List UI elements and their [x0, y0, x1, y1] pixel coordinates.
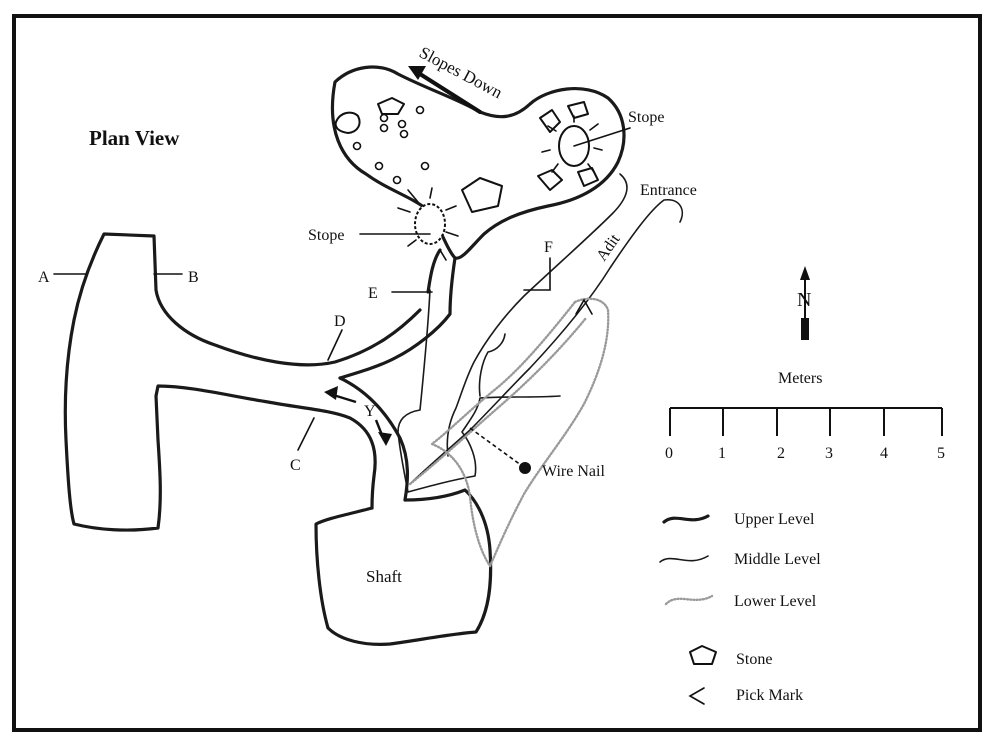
stope-top-label: Stope	[628, 109, 664, 126]
section-f-tick	[523, 257, 551, 291]
rock-dot	[397, 119, 407, 129]
section-a-label: A	[38, 269, 50, 286]
section-d-label: D	[334, 313, 346, 330]
middle-level-line-icon	[659, 555, 709, 563]
stone-icon	[461, 177, 503, 213]
scale-tick-label: 5	[937, 445, 945, 462]
legend: Upper Level Middle Level Lower Level Sto…	[659, 511, 821, 705]
map-frame	[12, 14, 982, 732]
lower-level-outline	[430, 297, 610, 568]
scale-tick-label: 2	[777, 445, 785, 462]
upper-west-passage	[63, 232, 422, 532]
section-c-label: C	[290, 457, 301, 474]
stone-icon	[539, 109, 561, 133]
legend-label-lower: Lower Level	[734, 593, 817, 610]
section-c-tick	[297, 417, 315, 451]
stone-icon	[537, 169, 563, 191]
rock-dot	[392, 175, 402, 185]
rock-dot	[374, 161, 384, 171]
slopes-down-arrowhead-icon	[408, 66, 426, 80]
pick-mark-icon	[575, 298, 593, 315]
y-arrow-south-icon	[378, 432, 392, 446]
plan-title: Plan View	[89, 126, 180, 150]
stope-top-leader	[573, 127, 631, 147]
slopes-down-label: Slopes Down	[416, 43, 506, 103]
legend-label-middle: Middle Level	[734, 551, 821, 568]
stone-icon	[334, 111, 361, 134]
upper-corridor-west-wall	[426, 248, 442, 294]
stone-icon	[689, 645, 717, 665]
section-d-tick	[327, 329, 343, 361]
y-arrow-west-icon	[324, 386, 338, 400]
middle-level-adit-outer	[446, 173, 628, 457]
lower-level-inner	[408, 316, 588, 486]
upper-y-junction-south	[338, 376, 410, 502]
wire-nail-label: Wire Nail	[542, 463, 605, 480]
wire-nail-line	[469, 427, 526, 469]
north-label: N	[797, 289, 811, 311]
shaft-label: Shaft	[366, 567, 402, 586]
rock-dot	[352, 141, 362, 151]
scale-tick-label: 0	[665, 445, 673, 462]
stone-icon	[377, 97, 405, 115]
middle-level-connector	[478, 333, 506, 397]
junction-y-label: Y	[364, 403, 376, 420]
section-e-label: E	[368, 285, 378, 302]
section-b-label: B	[188, 269, 199, 286]
middle-level-loop	[397, 289, 561, 493]
stone-icon	[567, 101, 589, 119]
legend-label-pick: Pick Mark	[736, 687, 803, 704]
scale-tick-label: 4	[880, 445, 888, 462]
legend-label-stone: Stone	[736, 651, 772, 668]
legend-label-upper: Upper Level	[734, 511, 815, 528]
scale-bar	[669, 407, 943, 436]
scale-tick-label: 1	[718, 445, 726, 462]
upper-corridor-east-wall	[338, 256, 457, 380]
rock-dot	[399, 129, 409, 139]
adit-label: Adit	[593, 231, 624, 265]
rock-dot	[415, 105, 425, 115]
scale-title: Meters	[778, 370, 822, 387]
shaft-outline	[314, 488, 493, 646]
section-f-label: F	[544, 239, 553, 256]
entrance-label: Entrance	[640, 182, 697, 199]
stope-left-label: Stope	[308, 227, 344, 244]
north-arrow-icon	[800, 266, 810, 340]
rock-dot	[379, 113, 389, 123]
lower-level-line-icon	[664, 594, 714, 606]
rock-dot	[420, 161, 430, 171]
stone-icon	[577, 167, 599, 187]
pick-mark-icon	[688, 687, 705, 705]
middle-level-adit-inner	[409, 199, 684, 485]
rock-dot	[379, 123, 389, 133]
upper-level-line-icon	[662, 514, 710, 524]
scale-tick-label: 3	[825, 445, 833, 462]
